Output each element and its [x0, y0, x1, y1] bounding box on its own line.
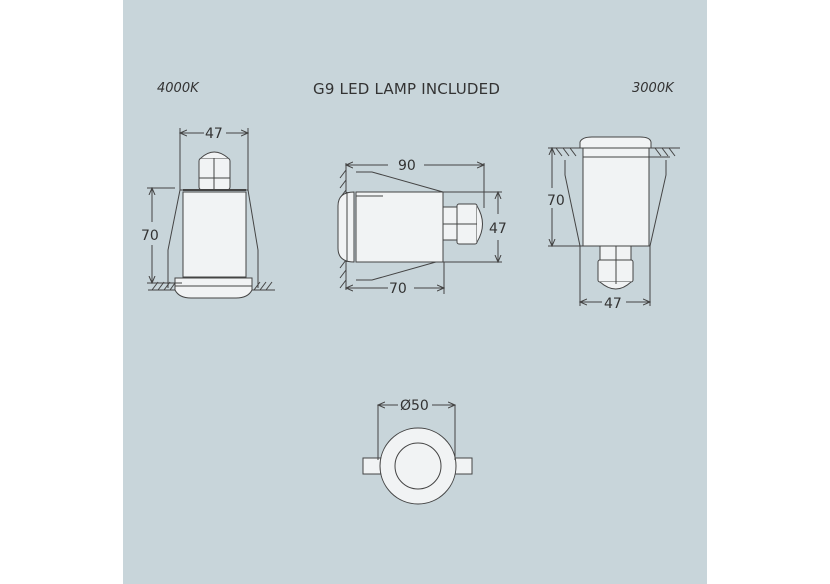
dim-height-70-right: 70 — [547, 193, 565, 209]
dim-width-47-right: 47 — [604, 296, 622, 312]
color-temp-4000k-label: 4000K — [157, 81, 199, 96]
side-view — [337, 163, 502, 294]
dim-length-70: 70 — [389, 281, 407, 297]
diagram-title: G9 LED LAMP INCLUDED — [313, 80, 501, 98]
color-temp-3000k-label: 3000K — [632, 81, 674, 96]
dim-diameter-50: Ø50 — [400, 398, 429, 414]
dim-height-47: 47 — [489, 221, 507, 237]
dim-height-70: 70 — [141, 228, 159, 244]
dim-length-90: 90 — [398, 158, 416, 174]
dim-width-47: 47 — [205, 126, 223, 142]
front-view-4000k — [147, 128, 275, 299]
front-view-3000k — [548, 136, 680, 306]
top-view — [362, 405, 473, 505]
